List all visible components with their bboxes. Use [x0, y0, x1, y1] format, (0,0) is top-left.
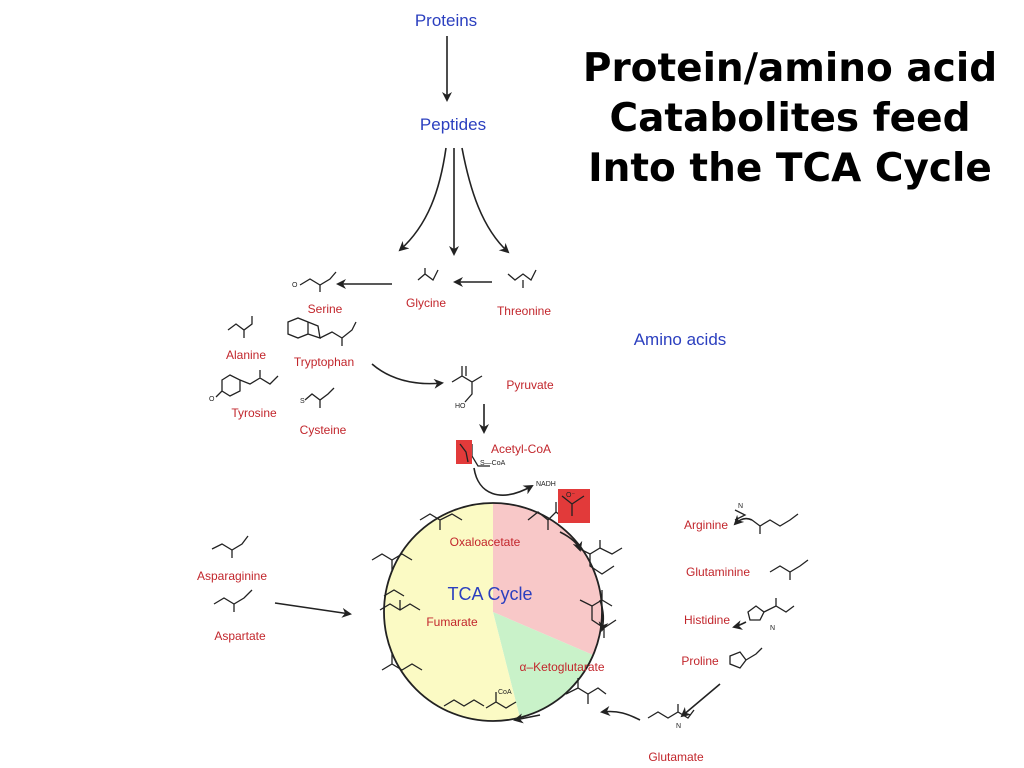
tca-cycle-circle	[383, 502, 603, 722]
pyruvate-ho-label: HO	[455, 403, 466, 410]
title-line-1: Protein/amino acid	[582, 46, 998, 91]
asparaginine-structure	[211, 535, 249, 558]
glutamate-label: Glutamate	[648, 750, 704, 764]
alanine-label: Alanine	[226, 348, 266, 362]
threonine-structure	[507, 269, 537, 288]
acetylcoa-highlight-box	[456, 440, 472, 464]
pyruvate-structure	[451, 366, 483, 403]
arrow-peptides-to-threonine	[461, 147, 510, 254]
amino-acids-label: Amino acids	[634, 330, 727, 349]
oxaloacetate-label: Oxaloacetate	[450, 535, 521, 549]
succinyl-coa-label: CoA	[498, 689, 512, 696]
succinate-structure	[443, 699, 485, 707]
malate-structure	[371, 553, 423, 671]
proline-label: Proline	[681, 654, 719, 668]
pyruvate-label: Pyruvate	[506, 378, 554, 392]
citrate-highlight-bond	[561, 495, 585, 516]
glycine-label: Glycine	[406, 296, 446, 310]
tca-yellow-segment	[384, 503, 493, 721]
isocitrate-structure	[579, 590, 617, 638]
tca-green-segment	[493, 612, 593, 718]
histidine-label: Histidine	[684, 613, 730, 627]
aspartate-label: Aspartate	[214, 629, 266, 643]
fumarate-label: Fumarate	[426, 615, 478, 629]
arrow-proline-to-glutamate	[680, 683, 721, 718]
arginine-label: Arginine	[684, 518, 728, 532]
histidine-n-label: N	[770, 625, 775, 632]
citrate-highlight-box	[558, 489, 590, 523]
peptides-label: Peptides	[420, 115, 486, 134]
serine-structure	[299, 271, 337, 292]
tca-cycle-label: TCA Cycle	[447, 584, 532, 604]
glutaminine-label: Glutaminine	[686, 565, 750, 579]
fumarate-structure	[379, 589, 421, 611]
proteins-label: Proteins	[415, 11, 477, 30]
cis-aconitate-structure	[577, 540, 623, 575]
cysteine-s-label: S	[300, 398, 305, 405]
serine-o-label: O	[292, 282, 298, 289]
tyrosine-o-label: O	[209, 396, 215, 403]
arrow-histidine-link	[732, 620, 747, 630]
glutamate-n-label: N	[676, 723, 681, 730]
nadh-label: NADH	[536, 481, 556, 488]
tca-yellow-lower-segment	[493, 612, 520, 722]
arrow-acetylcoa-to-cycle	[473, 467, 534, 496]
asparaginine-label: Asparaginine	[197, 569, 267, 583]
ketoglutarate-label: α–Ketoglutarate	[520, 660, 605, 674]
acetylcoa-highlight-bond	[459, 443, 469, 463]
title-line-2: Catabolites feed	[609, 96, 971, 141]
arrow-aspartate-to-fumarate	[274, 602, 352, 618]
glutaminine-structure	[769, 559, 809, 580]
acetylcoa-label: Acetyl-CoA	[491, 442, 551, 456]
arrow-peptides-to-serine	[398, 147, 447, 252]
arginine-structure	[734, 509, 799, 534]
arrow-to-pyruvate	[371, 363, 444, 389]
tyrosine-label: Tyrosine	[231, 406, 277, 420]
glycine-structure	[417, 268, 439, 281]
arginine-n-label: N	[738, 503, 743, 510]
citrate-o-minus-label: O⁻	[566, 492, 575, 499]
acetylcoa-coa-label: S—CoA	[480, 460, 506, 467]
proline-structure	[729, 647, 763, 669]
glutamate-structure	[647, 704, 695, 719]
ketoglutarate-structure	[565, 678, 607, 704]
cysteine-structure	[304, 387, 335, 408]
succinyl-coa-structure	[485, 692, 517, 709]
molecule-structures	[211, 268, 809, 719]
threonine-label: Threonine	[497, 304, 551, 318]
oxaloacetate-structure	[419, 513, 463, 530]
title-line-3: Into the TCA Cycle	[588, 146, 992, 191]
arrow-cycle-bottom	[513, 713, 541, 724]
alanine-structure	[227, 316, 253, 338]
arrow-arginine-link	[733, 514, 753, 526]
tryptophan-structure	[287, 317, 357, 346]
serine-label: Serine	[308, 302, 343, 316]
tryptophan-label: Tryptophan	[294, 355, 354, 369]
histidine-structure	[747, 598, 795, 621]
pathway-arrows	[274, 36, 753, 724]
slide-title: Protein/amino acid Catabolites feed Into…	[560, 44, 1020, 194]
tyrosine-structure	[215, 370, 279, 398]
cysteine-label: Cysteine	[300, 423, 347, 437]
arrow-glutamate-to-ketoglutarate	[600, 706, 641, 721]
aspartate-structure	[213, 589, 253, 612]
